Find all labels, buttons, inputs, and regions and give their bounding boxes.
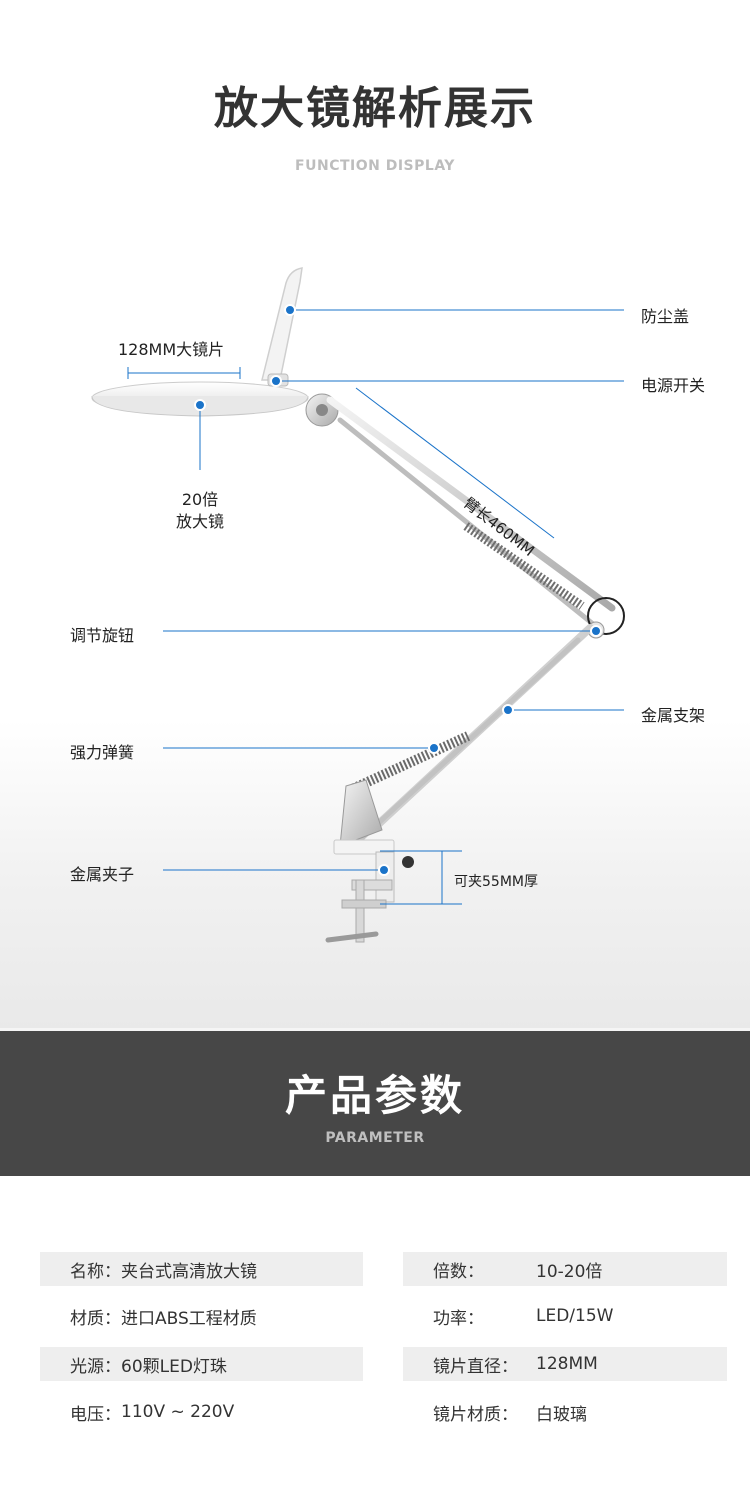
parameter-subtitle: PARAMETER — [325, 1130, 425, 1146]
clamp-shape — [375, 851, 395, 903]
label-spring: 强力弹簧 — [70, 743, 135, 762]
parameter-band — [0, 1031, 750, 1176]
param-value: 10-20倍 — [536, 1261, 603, 1282]
dot-knob — [590, 625, 602, 637]
param-value: 60颗LED灯珠 — [121, 1356, 227, 1377]
param-key: 光源： — [70, 1356, 121, 1377]
label-dust-cover: 防尘盖 — [641, 307, 690, 326]
param-key: 镜片材质： — [433, 1404, 518, 1425]
label-metal-clamp: 金属夹子 — [70, 865, 135, 884]
label-clamp-thickness: 可夹55MM厚 — [454, 874, 538, 890]
dot-magnifier — [194, 399, 206, 411]
page-title: 放大镜解析展示 — [214, 83, 536, 134]
magnifier-lamp-illustration — [91, 267, 625, 943]
page-subtitle: FUNCTION DISPLAY — [295, 158, 455, 174]
label-knob: 调节旋钮 — [70, 626, 135, 645]
label-power-switch: 电源开关 — [641, 376, 706, 395]
param-key: 镜片直径： — [433, 1356, 518, 1377]
label-magnification-2: 放大镜 — [175, 512, 224, 531]
param-key: 材质： — [70, 1308, 121, 1329]
param-row-material: 材质： 进口ABS工程材质 — [40, 1299, 363, 1333]
param-key: 功率： — [433, 1308, 484, 1329]
lower-spring-shape — [347, 731, 471, 795]
param-value: 128MM — [536, 1354, 598, 1374]
param-row-magnification: 倍数： 10-20倍 — [403, 1252, 727, 1286]
label-lens-size: 128MM大镜片 — [118, 340, 225, 359]
function-display-section — [0, 0, 750, 1030]
elbow-joint-shape — [587, 597, 625, 635]
parameter-title: 产品参数 — [284, 1071, 465, 1120]
param-row-light-source: 光源： 60颗LED灯珠 — [40, 1347, 363, 1381]
upper-spring-shape — [463, 522, 585, 610]
param-row-lens-material: 镜片材质： 白玻璃 — [403, 1395, 727, 1429]
dot-dust-cover — [284, 304, 296, 316]
param-value: 白玻璃 — [536, 1404, 587, 1425]
base-bracket-shape — [339, 779, 383, 847]
label-magnification-1: 20倍 — [181, 490, 219, 509]
param-value: 进口ABS工程材质 — [121, 1308, 257, 1329]
param-key: 电压： — [70, 1404, 121, 1425]
dot-power-switch — [270, 375, 282, 387]
param-row-lens-diameter: 镜片直径： 128MM — [403, 1347, 727, 1381]
param-value: 110V ~ 220V — [121, 1402, 235, 1422]
dot-bracket — [502, 704, 514, 716]
section-divider — [0, 1028, 750, 1031]
param-row-voltage: 电压： 110V ~ 220V — [40, 1395, 363, 1429]
param-key: 名称： — [70, 1261, 121, 1282]
param-row-name: 名称： 夹台式高清放大镜 — [40, 1252, 363, 1286]
param-key: 倍数： — [433, 1261, 484, 1282]
param-value: 夹台式高清放大镜 — [121, 1261, 257, 1282]
dot-spring — [428, 742, 440, 754]
param-value: LED/15W — [536, 1306, 614, 1326]
label-metal-bracket: 金属支架 — [641, 706, 706, 725]
dot-clamp — [378, 864, 390, 876]
dust-cover-shape — [261, 267, 303, 381]
param-row-power: 功率： LED/15W — [403, 1299, 727, 1333]
